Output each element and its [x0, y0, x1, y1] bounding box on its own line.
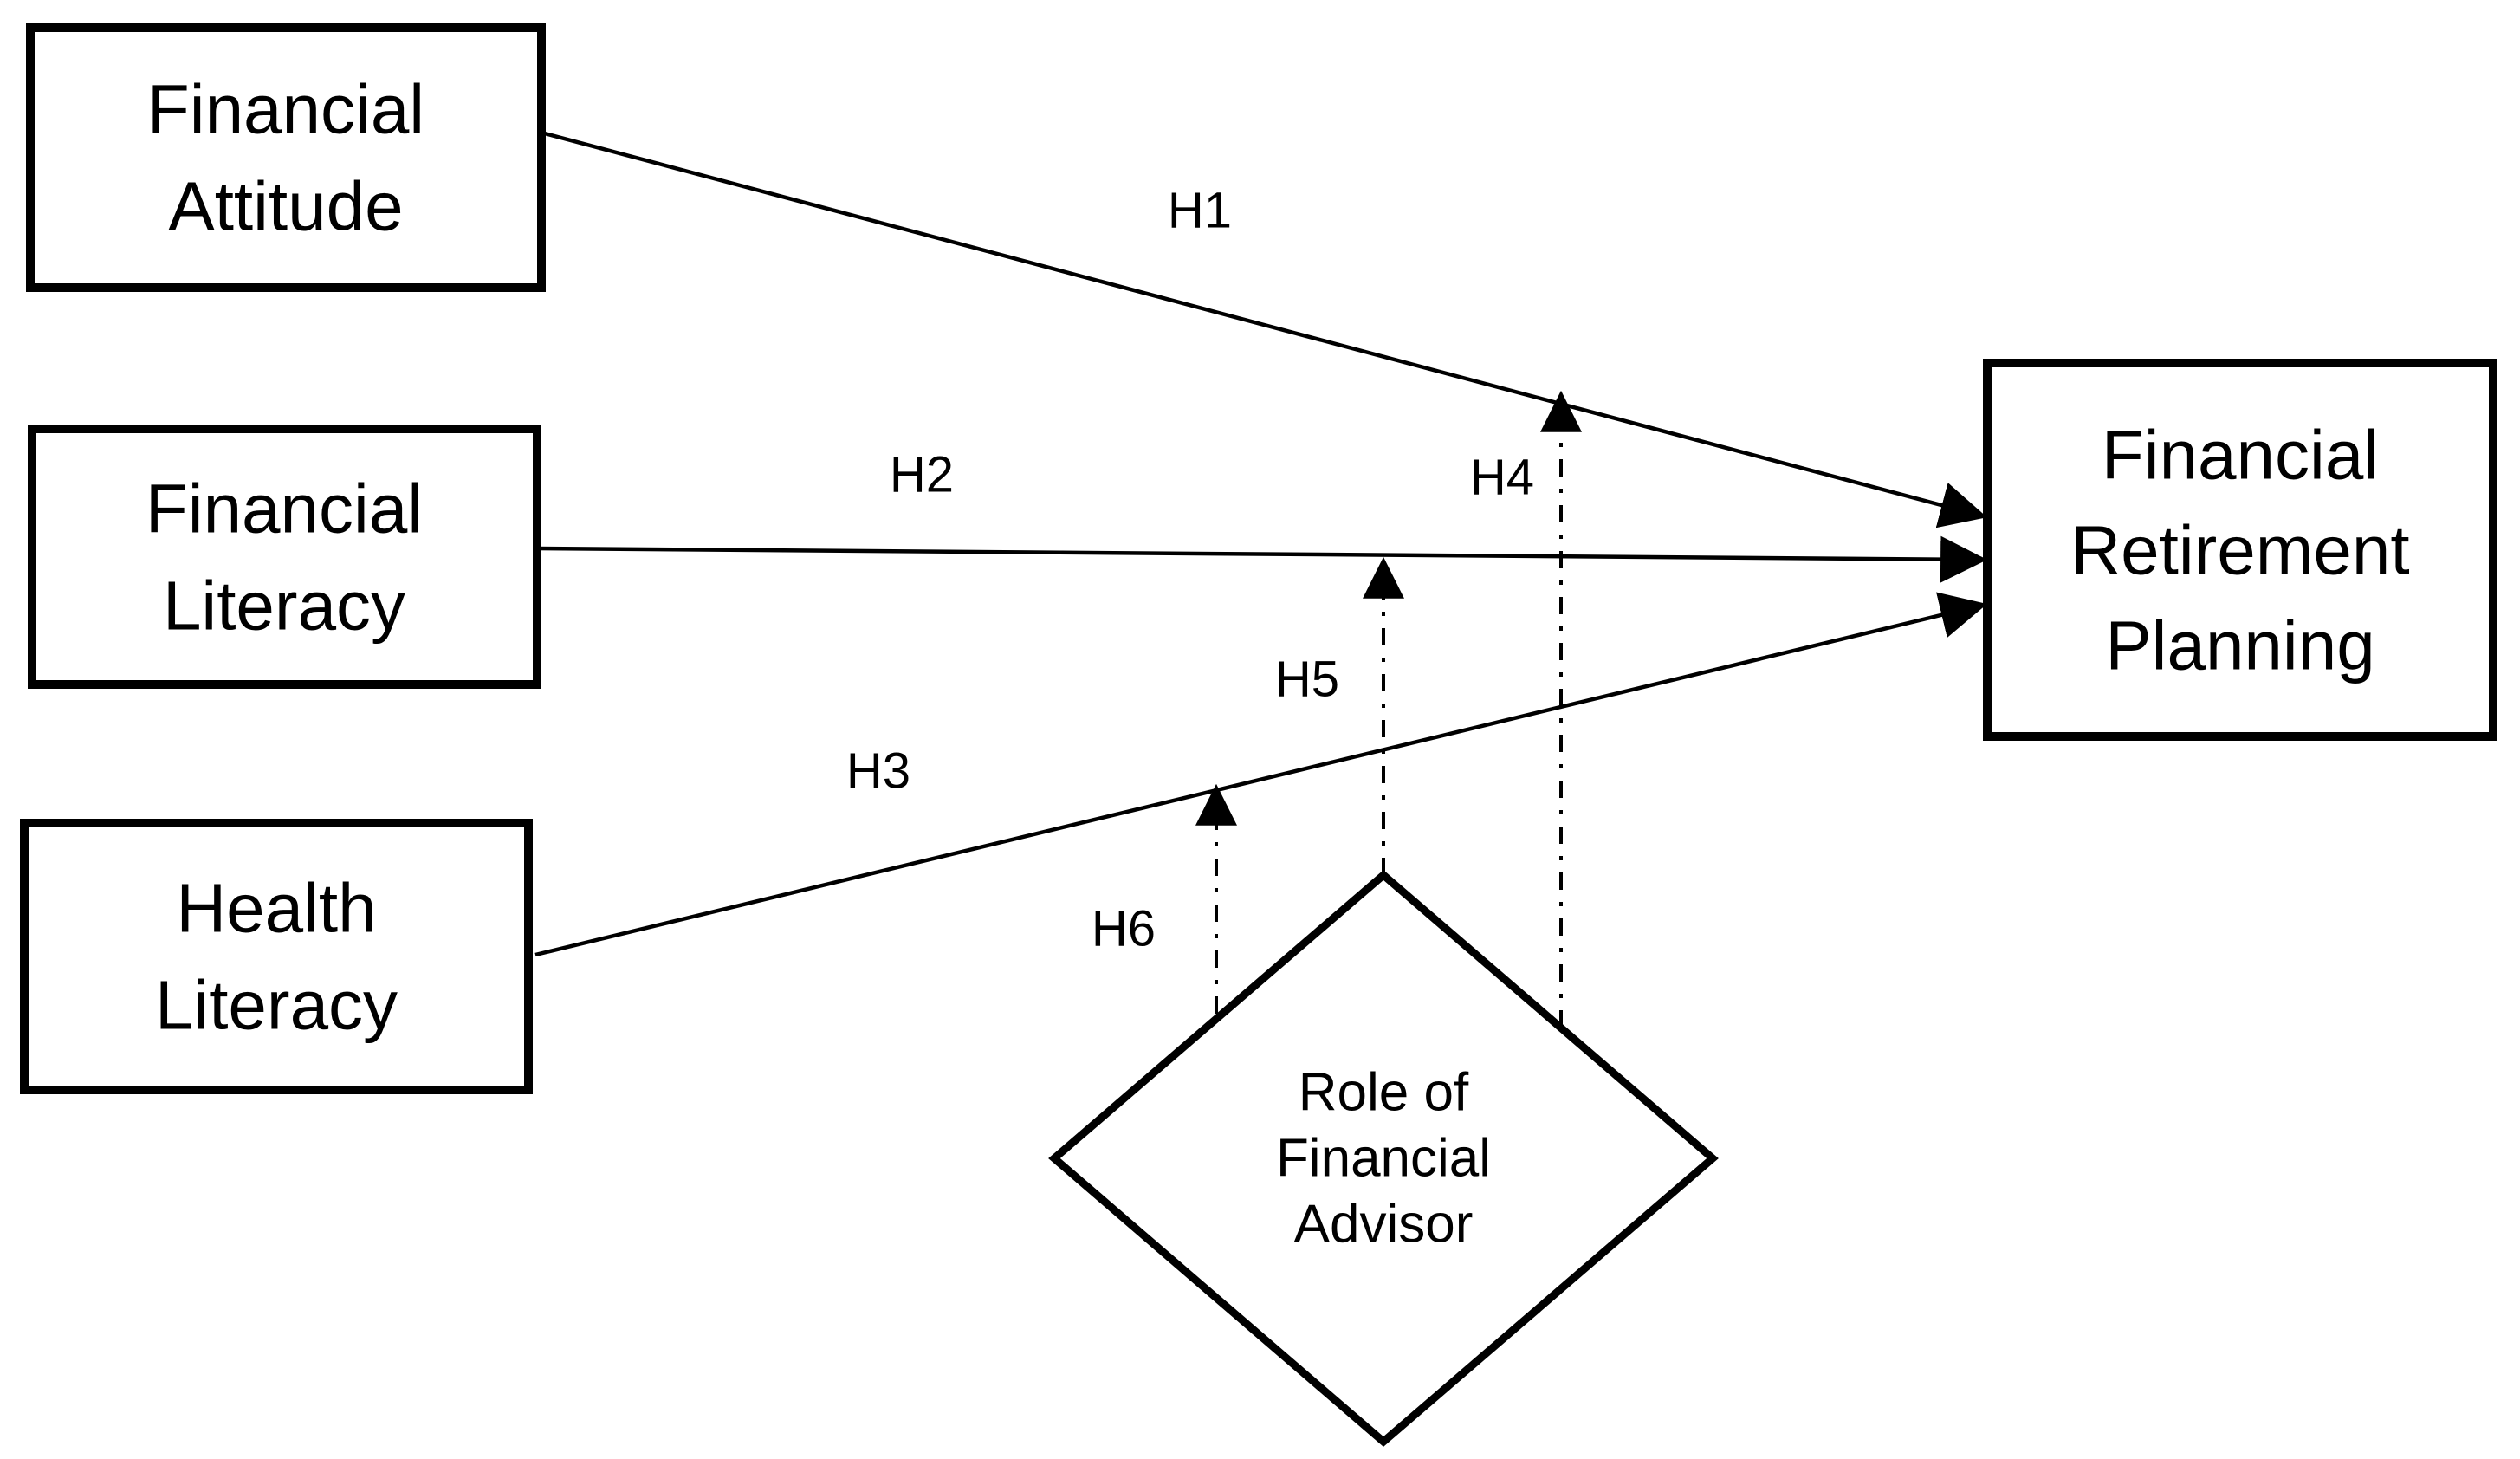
edge-h2-label: H2	[890, 447, 954, 503]
role-of-financial-advisor-diamond	[1048, 870, 1719, 1447]
health-literacy-node: Health Literacy	[20, 819, 533, 1094]
edge-h1-label: H1	[1168, 183, 1232, 239]
financial-attitude-label-line2: Attitude	[168, 168, 403, 245]
health-literacy-box	[20, 819, 533, 1094]
edge-h1-line	[541, 130, 1987, 528]
role-of-financial-advisor-node: Role of Financial Advisor	[1048, 870, 1719, 1447]
health-literacy-label-line2: Literacy	[155, 967, 398, 1044]
edge-h2-line	[536, 535, 1988, 583]
financial-literacy-node: Financial Literacy	[28, 425, 541, 689]
health-literacy-label-line1: Health	[176, 870, 376, 947]
edge-h3-label: H3	[846, 743, 910, 800]
financial-attitude-node: Financial Attitude	[26, 23, 546, 292]
financial-literacy-box	[28, 425, 541, 689]
edge-h5-label: H5	[1275, 652, 1339, 708]
financial-retirement-planning-box	[1983, 359, 2497, 741]
financial-retirement-planning-label-line1: Financial	[2102, 417, 2379, 494]
role-of-financial-advisor-label-line3: Advisor	[1294, 1195, 1474, 1255]
edge-h3-line	[534, 592, 1987, 957]
role-of-financial-advisor-label-line2: Financial	[1276, 1129, 1491, 1189]
edge-h6-label: H6	[1092, 901, 1156, 957]
financial-literacy-label-line2: Literacy	[163, 567, 405, 645]
financial-attitude-label-line1: Financial	[147, 71, 424, 148]
financial-retirement-planning-label-line2: Retirement	[2070, 512, 2409, 589]
financial-literacy-label-line1: Financial	[146, 470, 423, 548]
financial-retirement-planning-label-line3: Planning	[2105, 607, 2374, 684]
financial-retirement-planning-node: Financial Retirement Planning	[1983, 359, 2497, 741]
role-of-financial-advisor-label-line1: Role of	[1299, 1063, 1469, 1123]
financial-attitude-box	[26, 23, 546, 292]
edge-h4-label: H4	[1470, 450, 1534, 506]
